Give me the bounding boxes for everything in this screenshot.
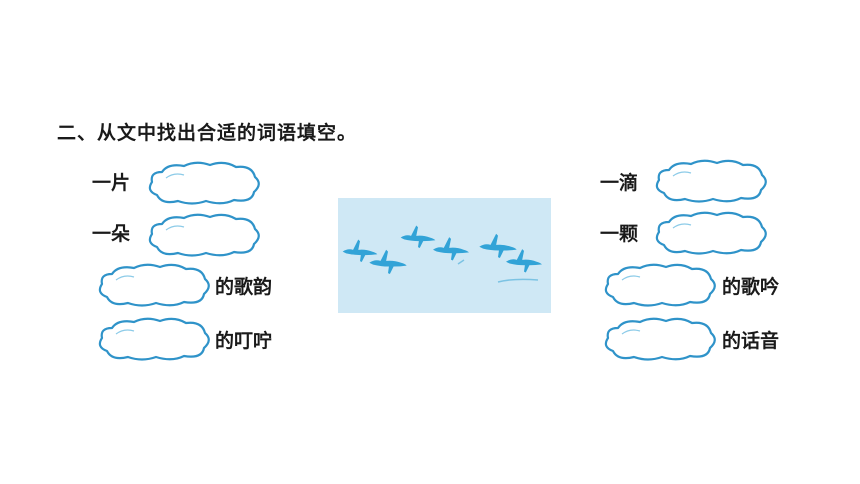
right-blank-2[interactable]	[651, 210, 771, 256]
left-label-2: 一朵	[92, 223, 131, 245]
cloud-icon	[600, 316, 720, 362]
left-blank-1[interactable]	[144, 160, 264, 206]
left-blank-2[interactable]	[144, 212, 264, 258]
right-label-2: 一颗	[600, 223, 639, 245]
right-label-3: 的歌吟	[722, 276, 780, 298]
cloud-icon	[144, 212, 264, 258]
geese-icon	[342, 225, 542, 283]
right-blank-3[interactable]	[600, 262, 720, 308]
right-blank-4[interactable]	[600, 316, 720, 362]
question-title: 二、从文中找出合适的词语填空。	[57, 122, 358, 144]
left-blank-3[interactable]	[94, 262, 214, 308]
cloud-icon	[651, 210, 771, 256]
right-label-1: 一滴	[600, 172, 639, 194]
left-label-3: 的歌韵	[215, 276, 273, 298]
flying-geese-picture	[338, 198, 551, 313]
left-label-1: 一片	[92, 172, 131, 194]
cloud-icon	[94, 262, 214, 308]
cloud-icon	[94, 316, 214, 362]
left-label-4: 的叮咛	[215, 330, 273, 352]
right-label-4: 的话音	[722, 330, 780, 352]
right-blank-1[interactable]	[651, 158, 771, 204]
left-blank-4[interactable]	[94, 316, 214, 362]
cloud-icon	[144, 160, 264, 206]
cloud-icon	[600, 262, 720, 308]
cloud-icon	[651, 158, 771, 204]
